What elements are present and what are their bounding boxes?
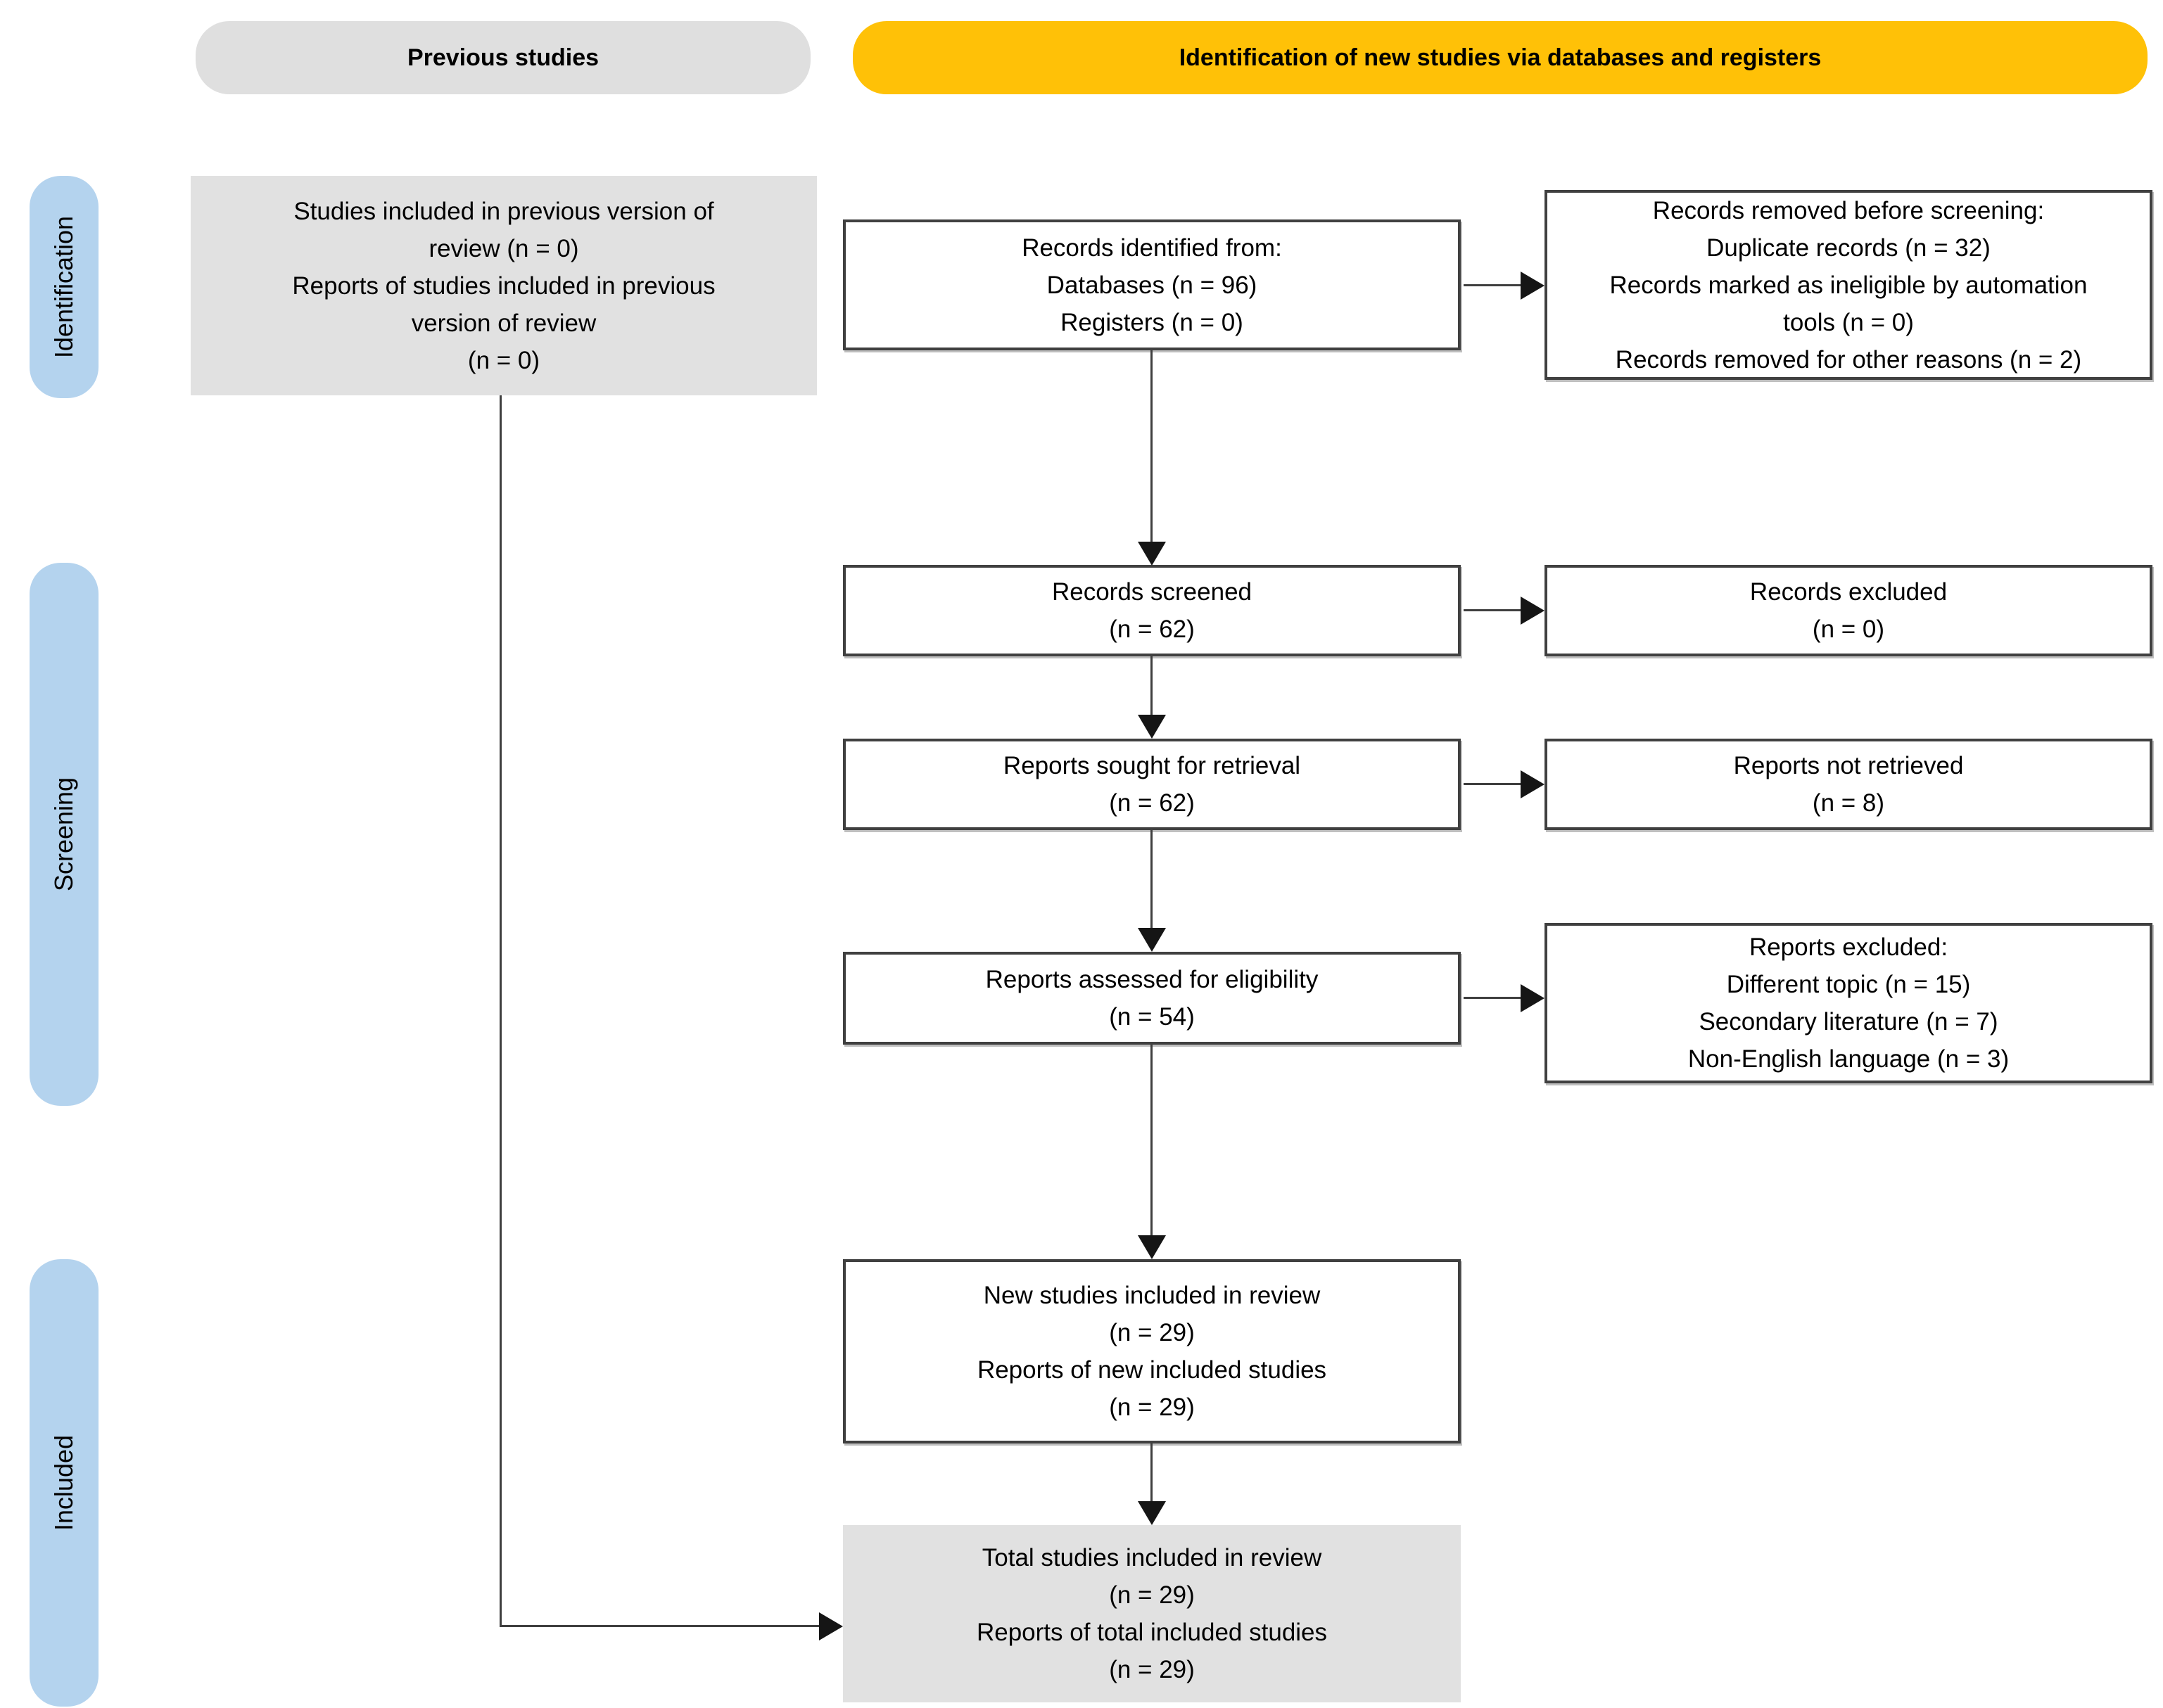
arrow-head-assessed-to-new-studies [1138, 1235, 1166, 1259]
arrow-head-identified-to-removed [1521, 272, 1544, 300]
elbow-line-horizontal-previous-to-total [500, 1625, 819, 1627]
box-reports-assessed-for-eligibility: Reports assessed for eligibility(n = 54) [843, 952, 1461, 1045]
box-reports-not-retrieved: Reports not retrieved(n = 8) [1544, 739, 2152, 830]
arrow-line-screened-to-excluded [1464, 609, 1522, 611]
arrow-head-screened-to-excluded [1521, 597, 1544, 625]
arrow-head-new-to-total-studies [1138, 1501, 1166, 1525]
elbow-line-vertical-previous-to-total [500, 395, 502, 1627]
header-identification-new-studies: Identification of new studies via databa… [853, 21, 2148, 94]
box-records-removed-before-screening: Records removed before screening:Duplica… [1544, 190, 2152, 380]
arrow-line-sought-to-assessed [1150, 830, 1153, 929]
box-records-screened: Records screened(n = 62) [843, 565, 1461, 656]
arrow-line-identified-to-removed [1464, 284, 1522, 286]
stage-label-included: Included [30, 1259, 99, 1707]
arrow-head-sought-to-not-retrieved [1521, 770, 1544, 798]
header-previous-studies: Previous studies [196, 21, 811, 94]
arrow-head-assessed-to-reports-excluded [1521, 984, 1544, 1012]
arrow-head-sought-to-assessed [1138, 928, 1166, 952]
stage-label-screening-text: Screening [49, 777, 79, 892]
stage-label-screening: Screening [30, 563, 99, 1106]
arrow-line-screened-to-sought [1150, 656, 1153, 716]
box-reports-excluded: Reports excluded:Different topic (n = 15… [1544, 923, 2152, 1083]
stage-label-identification: Identification [30, 176, 99, 398]
arrow-line-assessed-to-reports-excluded [1464, 997, 1522, 999]
box-total-studies-included: Total studies included in review(n = 29)… [843, 1525, 1461, 1702]
box-new-studies-included: New studies included in review(n = 29)Re… [843, 1259, 1461, 1443]
arrow-head-screened-to-sought [1138, 715, 1166, 739]
stage-label-identification-text: Identification [49, 215, 79, 359]
box-records-identified: Records identified from:Databases (n = 9… [843, 219, 1461, 350]
arrow-line-identified-to-screened [1150, 350, 1153, 543]
arrow-line-sought-to-not-retrieved [1464, 783, 1522, 785]
arrow-line-new-to-total-studies [1150, 1443, 1153, 1503]
box-records-excluded: Records excluded(n = 0) [1544, 565, 2152, 656]
arrow-line-assessed-to-new-studies [1150, 1045, 1153, 1237]
box-reports-sought-for-retrieval: Reports sought for retrieval(n = 62) [843, 739, 1461, 830]
arrow-head-previous-to-total [819, 1612, 843, 1640]
arrow-head-identified-to-screened [1138, 542, 1166, 566]
stage-label-included-text: Included [49, 1434, 79, 1531]
